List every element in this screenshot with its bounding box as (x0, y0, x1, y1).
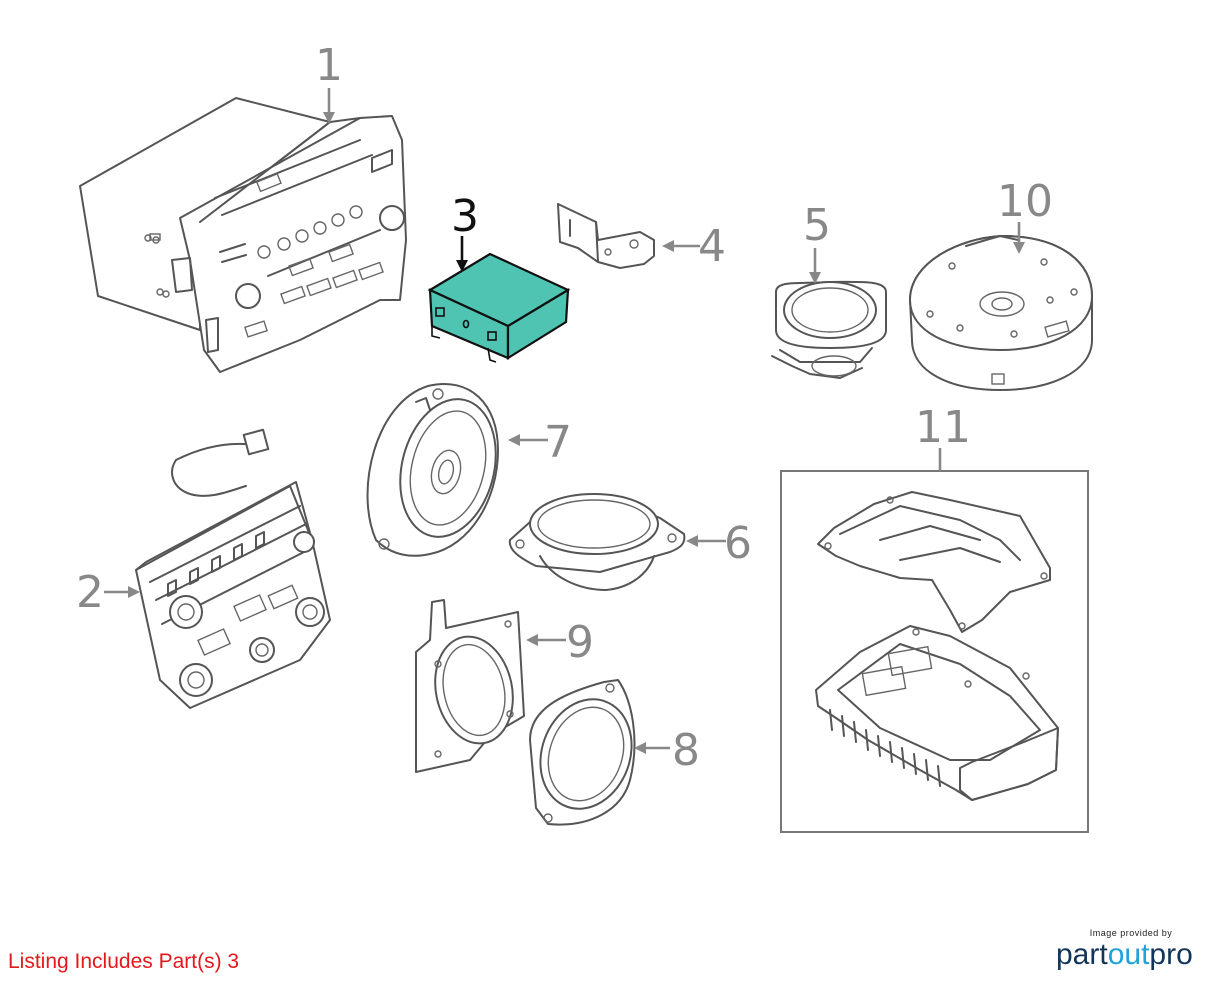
part-1-radio-unit[interactable] (79, 97, 407, 373)
part-8-tweeter[interactable] (526, 679, 647, 826)
part-11-amplifier-assembly[interactable] (780, 470, 1089, 833)
part-7-door-speaker[interactable] (366, 383, 510, 557)
callout-2: 2 (76, 567, 104, 618)
part-6-speaker[interactable] (508, 493, 686, 591)
part-9-adapter-plate[interactable] (415, 599, 525, 773)
callout-10: 10 (997, 176, 1053, 227)
part-3-module-highlighted[interactable] (427, 252, 571, 363)
brand-pro: pro (1149, 938, 1193, 971)
callout-11: 11 (915, 402, 971, 453)
brand-out: out (1107, 938, 1150, 971)
listing-includes-text: Listing Includes Part(s) 3 (8, 950, 240, 973)
callout-6: 6 (724, 518, 752, 569)
callout-8: 8 (672, 725, 700, 776)
callout-1: 1 (315, 40, 343, 91)
part-2-control-panel[interactable] (135, 428, 331, 709)
callout-numbers: 1 2 3 4 5 10 7 11 6 9 8 (76, 40, 1053, 776)
callout-7: 7 (544, 417, 572, 468)
partoutpro-logo: Image provided by partoutpro (1056, 928, 1206, 970)
part-4-bracket[interactable] (557, 203, 655, 269)
callout-3: 3 (451, 191, 479, 242)
brand-wordmark: partoutpro (1056, 940, 1206, 970)
brand-part: part (1056, 938, 1108, 971)
part-5-speaker-small[interactable] (771, 280, 887, 379)
brand-caption: Image provided by (1089, 928, 1173, 938)
callout-4: 4 (698, 221, 726, 272)
callout-9: 9 (566, 617, 594, 668)
callout-5: 5 (803, 200, 831, 251)
callout-arrows (104, 88, 1025, 754)
part-10-subwoofer[interactable] (909, 235, 1093, 391)
